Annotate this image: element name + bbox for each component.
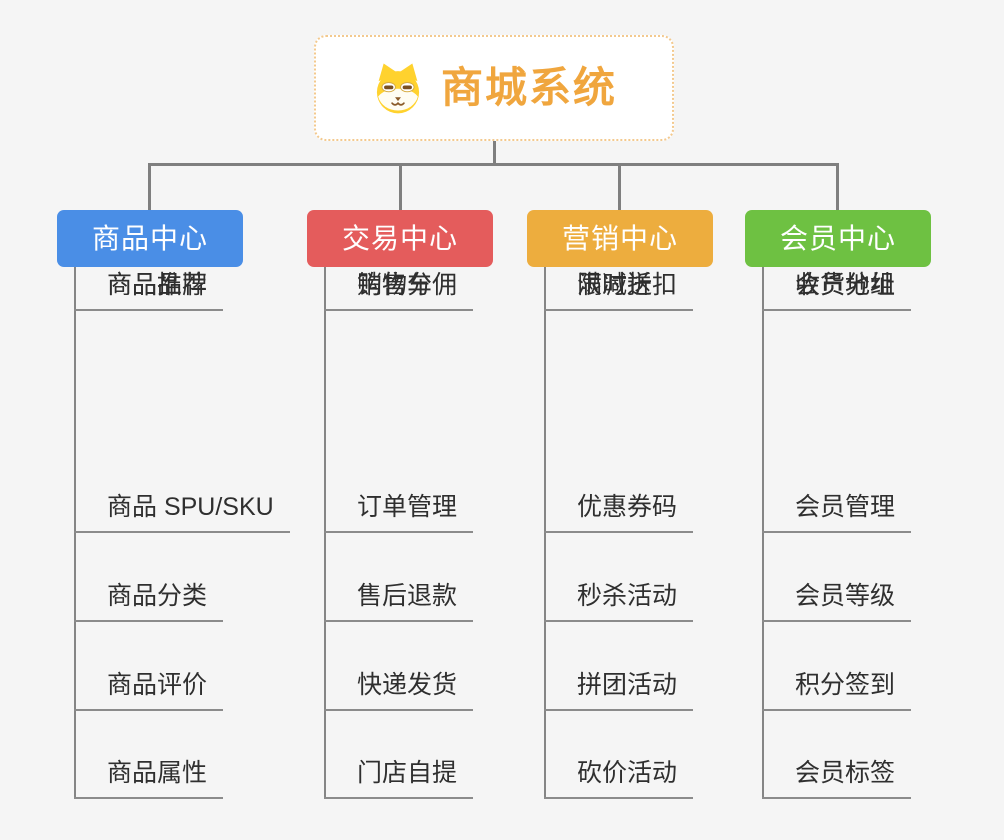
leaf-node[interactable]: 商品评价 <box>74 667 224 711</box>
connector-drop-2 <box>399 166 402 210</box>
leaf-node[interactable]: 售后退款 <box>324 578 474 622</box>
leaf-node[interactable]: 会员管理 <box>762 489 912 533</box>
connector-drop-1 <box>148 166 151 210</box>
leaf-node[interactable]: 快递发货 <box>324 667 474 711</box>
connector-drop-3 <box>618 166 621 210</box>
leaf-node[interactable]: 会员标签 <box>762 755 912 799</box>
leaf-node[interactable]: 订单管理 <box>324 489 474 533</box>
leaf-node[interactable]: 商品属性 <box>74 755 224 799</box>
branch-marketing-center: 营销中心 优惠券码 秒杀活动 拼团活动 砍价活动 限时折扣 满减送 <box>527 210 713 810</box>
leaf-node[interactable]: 销售分佣 <box>324 267 474 311</box>
branch-header-product-center[interactable]: 商品中心 <box>57 210 243 267</box>
leaf-node[interactable]: 拼团活动 <box>544 667 694 711</box>
dog-icon <box>376 63 420 114</box>
branch-header-marketing-center[interactable]: 营销中心 <box>527 210 713 267</box>
leaf-node[interactable]: 秒杀活动 <box>544 578 694 622</box>
leaf-node[interactable]: 满减送 <box>544 267 669 311</box>
connector-branch-vline <box>544 267 546 799</box>
connector-branch-vline <box>324 267 326 799</box>
connector-trunk <box>148 163 839 166</box>
branch-member-center: 会员中心 会员管理 会员等级 积分签到 会员标签 会员分组 收货地址 <box>745 210 931 810</box>
connector-drop-4 <box>836 166 839 210</box>
branch-trade-center: 交易中心 订单管理 售后退款 快递发货 门店自提 购物车 销售分佣 <box>307 210 493 810</box>
leaf-node[interactable]: 收货地址 <box>762 267 912 311</box>
leaf-node[interactable]: 商品品牌 <box>74 267 224 311</box>
branch-header-member-center[interactable]: 会员中心 <box>745 210 931 267</box>
leaf-node[interactable]: 砍价活动 <box>544 755 694 799</box>
leaf-node[interactable]: 积分签到 <box>762 667 912 711</box>
connector-branch-vline <box>74 267 76 799</box>
branch-product-center: 商品中心 商品 SPU/SKU 商品分类 商品评价 商品属性 商品推荐 商品品牌 <box>57 210 290 810</box>
root-node-mall-system[interactable]: 商城系统 <box>314 35 674 141</box>
leaf-node[interactable]: 商品分类 <box>74 578 224 622</box>
connector-branch-vline <box>762 267 764 799</box>
leaf-node[interactable]: 商品 SPU/SKU <box>74 489 290 533</box>
leaf-node[interactable]: 门店自提 <box>324 755 474 799</box>
connector-root-stem <box>493 141 496 164</box>
leaf-node[interactable]: 优惠券码 <box>544 489 694 533</box>
branch-header-trade-center[interactable]: 交易中心 <box>307 210 493 267</box>
root-title: 商城系统 <box>440 64 617 111</box>
leaf-node[interactable]: 会员等级 <box>762 578 912 622</box>
